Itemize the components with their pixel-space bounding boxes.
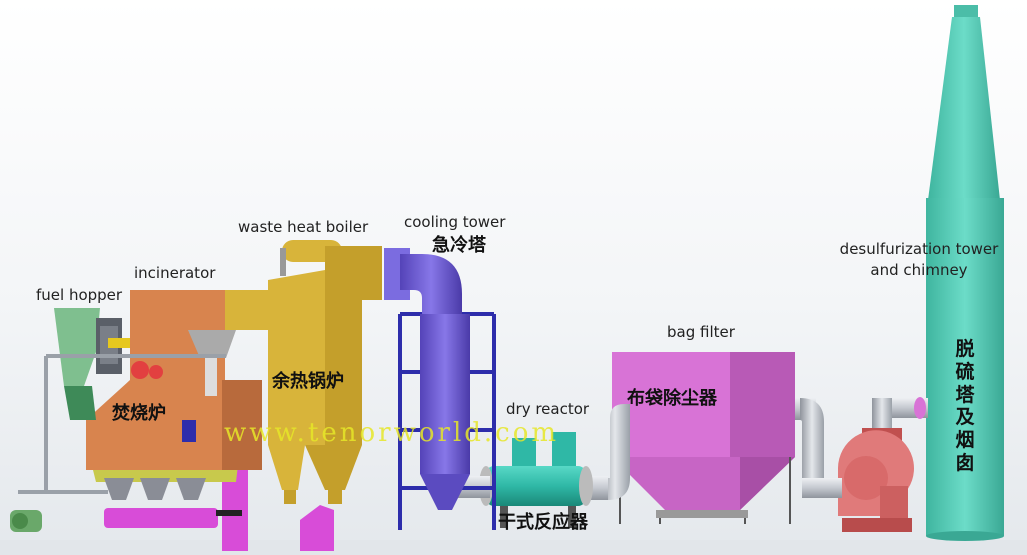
label-incinerator-cn: 焚烧炉 [112, 403, 166, 424]
air-blower [10, 510, 42, 532]
bag-filter [612, 352, 795, 524]
label-desulfurization: desulfurization tower and chimney [834, 241, 1004, 278]
label-chimney-cn: 脱硫塔及烟囱 [955, 338, 975, 474]
desulfurization-chimney [926, 5, 1004, 541]
label-bag-filter: bag filter [667, 323, 735, 341]
label-incinerator: incinerator [134, 264, 216, 282]
ground [0, 540, 1027, 555]
label-bag-filter-cn: 布袋除尘器 [627, 388, 717, 409]
watermark: www.tenorworld.com [224, 418, 560, 448]
waste-heat-boiler [222, 240, 382, 504]
label-fuel-hopper: fuel hopper [36, 286, 123, 304]
label-boiler-cn: 余热锅炉 [272, 371, 344, 392]
fuel-hopper [54, 308, 130, 420]
feed-piping [18, 354, 226, 494]
label-desulfurization-line1: desulfurization tower [839, 240, 999, 258]
incinerator [86, 290, 262, 500]
label-dry-reactor: dry reactor [506, 400, 590, 418]
label-waste-heat-boiler: waste heat boiler [238, 218, 369, 236]
label-desulfurization-line2: and chimney [870, 260, 968, 279]
label-cooling-tower-cn: 急冷塔 [432, 235, 486, 256]
label-cooling-tower: cooling tower [404, 213, 506, 231]
duct-fan-to-chimney [872, 397, 928, 436]
dry-reactor [479, 432, 593, 528]
induced-draft-fan [838, 428, 914, 532]
label-dry-reactor-cn: 干式反应器 [498, 512, 588, 533]
cooling-tower [384, 248, 496, 530]
